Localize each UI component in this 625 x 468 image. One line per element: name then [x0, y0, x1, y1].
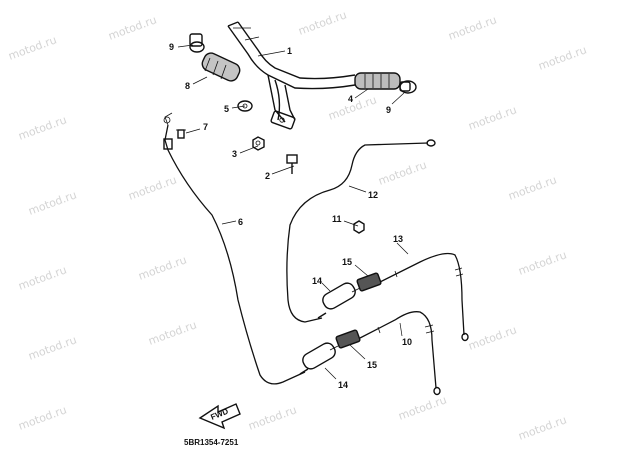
callout-12: 12 [368, 190, 378, 200]
watermark: motod.ru [377, 158, 429, 187]
watermark: motod.ru [537, 43, 589, 72]
watermark: motod.ru [467, 323, 519, 352]
grip-end-left-part [189, 33, 205, 53]
watermark-layer: motod.ru motod.ru motod.ru motod.ru moto… [7, 8, 589, 442]
callout-14-lower: 14 [338, 380, 348, 390]
leader-lines [177, 44, 409, 380]
grip-end-right-part [399, 80, 417, 94]
callout-15-upper: 15 [342, 257, 352, 267]
cable-boot-lower-part [299, 342, 336, 375]
watermark: motod.ru [517, 248, 569, 277]
callout-11: 11 [332, 214, 342, 224]
watermark: motod.ru [127, 173, 179, 202]
callout-15-lower: 15 [367, 360, 377, 370]
cable-13-part [379, 252, 469, 342]
callout-5: 5 [224, 104, 229, 114]
watermark: motod.ru [17, 263, 69, 292]
callout-7: 7 [203, 122, 208, 132]
nut-part [252, 136, 265, 151]
watermark: motod.ru [517, 413, 569, 442]
cable-10-part [359, 311, 441, 396]
cable-12-part [286, 139, 436, 323]
watermark: motod.ru [27, 333, 79, 362]
callout-2: 2 [265, 171, 270, 181]
callout-8: 8 [185, 81, 190, 91]
watermark: motod.ru [507, 173, 559, 202]
watermark: motod.ru [7, 33, 59, 62]
junction-upper-part [351, 272, 382, 293]
callout-3: 3 [232, 149, 237, 159]
screw-part [176, 129, 186, 139]
callout-9-right: 9 [386, 105, 391, 115]
diagram-code: 5BR1354-7251 [184, 438, 239, 447]
callout-6: 6 [238, 217, 243, 227]
watermark: motod.ru [397, 393, 449, 422]
throttle-cable-part [163, 112, 306, 385]
watermark: motod.ru [297, 8, 349, 37]
watermark: motod.ru [107, 13, 159, 42]
watermark: motod.ru [247, 403, 299, 432]
callout-13: 13 [393, 234, 403, 244]
junction-lower-part [329, 329, 361, 351]
bolt-part [286, 154, 298, 174]
handlebar-part [227, 21, 356, 130]
watermark: motod.ru [17, 113, 69, 142]
cable-boot-upper-part [317, 282, 356, 319]
small-nut-part [353, 220, 365, 234]
callout-4: 4 [348, 94, 353, 104]
callouts: 1 2 3 4 5 6 7 8 9 9 10 11 12 13 14 14 15… [169, 42, 412, 390]
right-grip-part [354, 72, 401, 90]
callout-9-left: 9 [169, 42, 174, 52]
watermark: motod.ru [27, 188, 79, 217]
callout-10: 10 [402, 337, 412, 347]
watermark: motod.ru [147, 318, 199, 347]
forward-arrow: FWD [198, 403, 241, 430]
watermark: motod.ru [467, 103, 519, 132]
callout-14-upper: 14 [312, 276, 322, 286]
callout-1: 1 [287, 46, 292, 56]
watermark: motod.ru [447, 13, 499, 42]
watermark: motod.ru [137, 253, 189, 282]
left-grip-part [201, 52, 241, 82]
watermark: motod.ru [17, 403, 69, 432]
